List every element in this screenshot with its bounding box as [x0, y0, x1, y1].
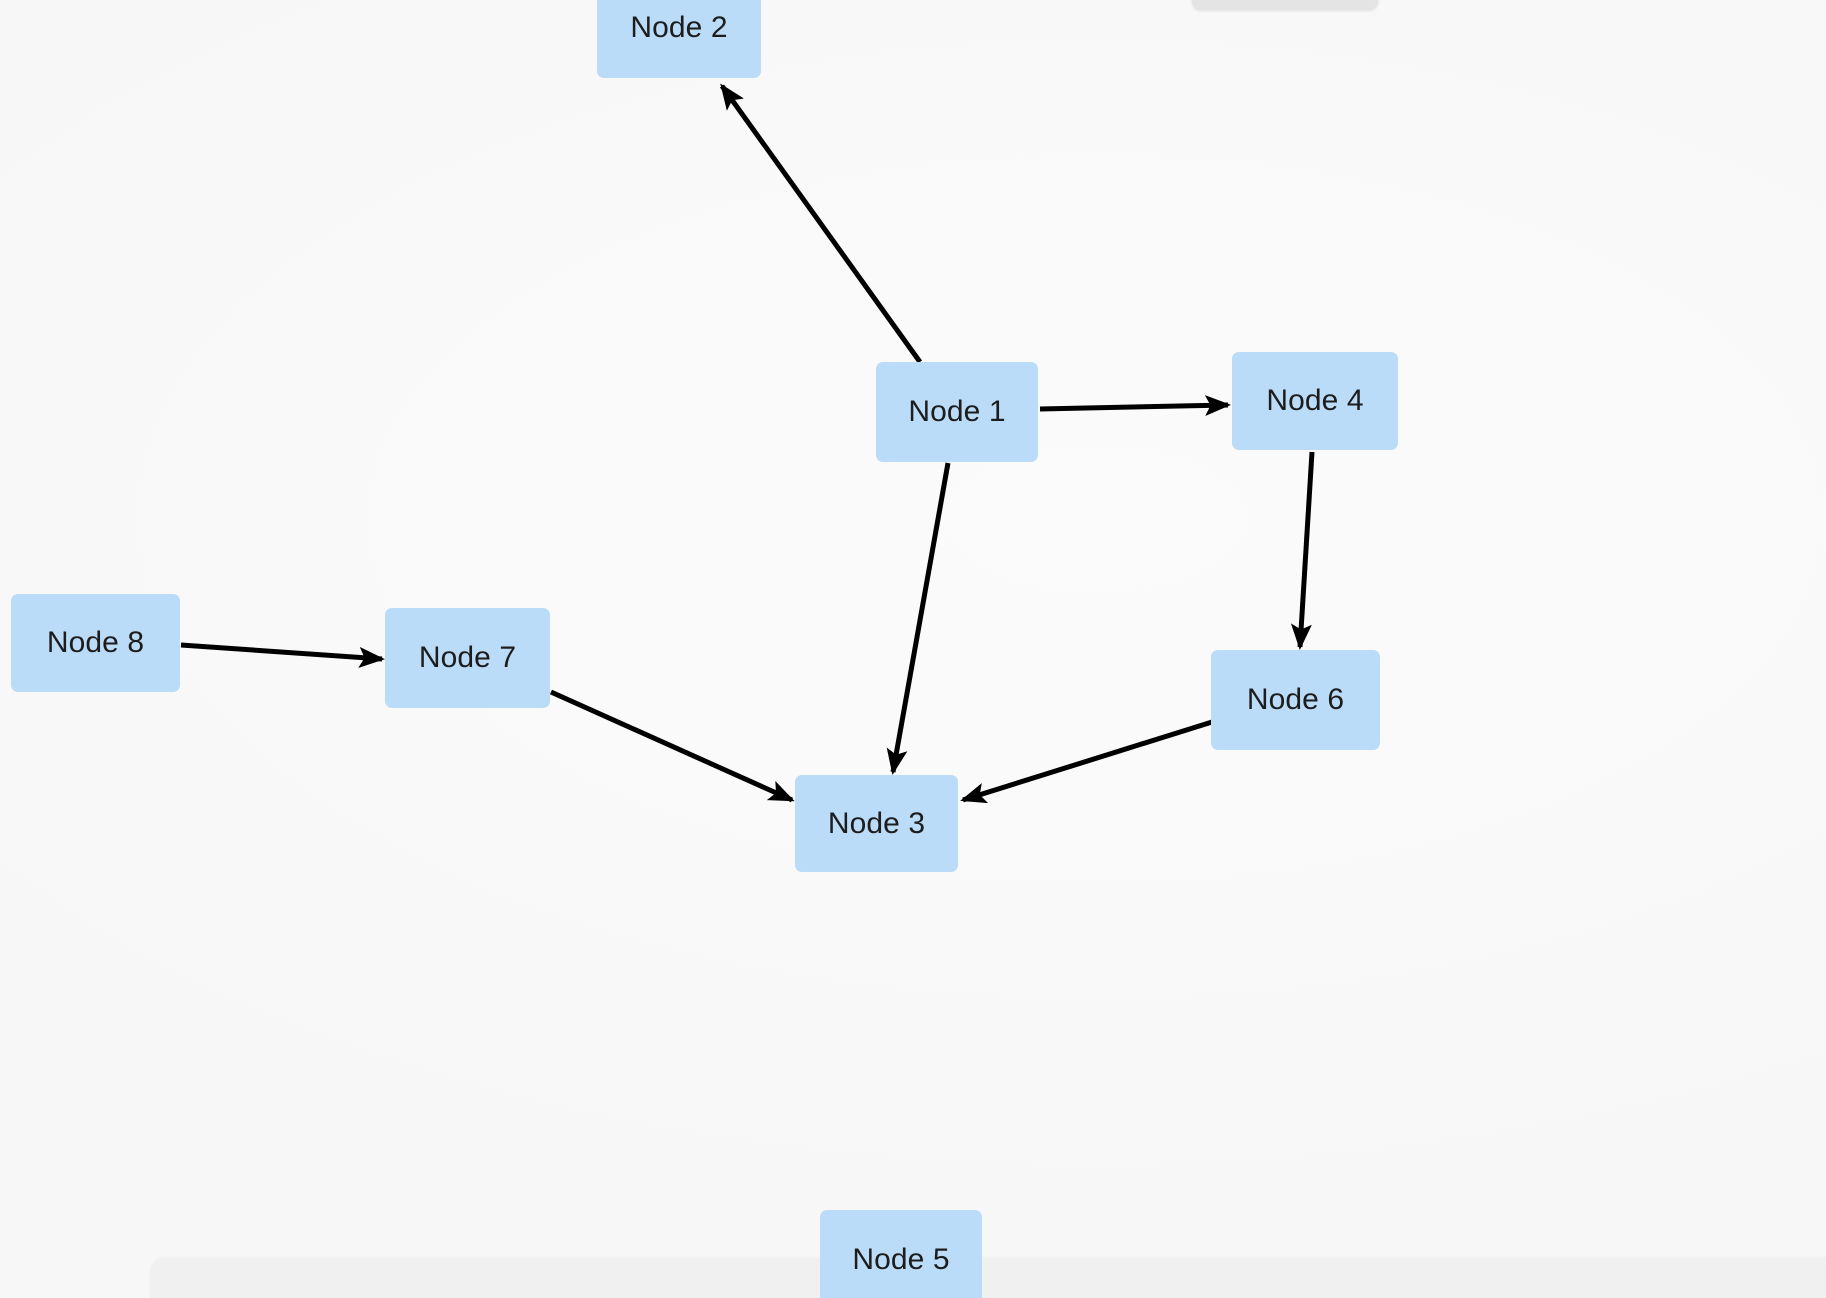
bottom-panel-edge [150, 1258, 1826, 1298]
graph-node-node-5[interactable]: Node 5 [820, 1210, 982, 1298]
node-label: Node 6 [1246, 683, 1345, 716]
graph-edge[interactable] [1290, 451, 1315, 650]
graph-edge[interactable] [549, 689, 795, 803]
graph-edge[interactable] [886, 462, 951, 775]
graph-edge[interactable] [960, 719, 1213, 804]
node-label: Node 2 [630, 11, 728, 44]
graph-edge[interactable] [1039, 394, 1231, 416]
graph-node-node-6[interactable]: Node 6 [1211, 650, 1380, 750]
graph-edge[interactable] [180, 642, 385, 668]
graph-node-node-2[interactable]: Node 2 [597, 0, 761, 78]
graph-edge[interactable] [719, 83, 923, 364]
node-label: Node 8 [46, 626, 145, 659]
graph-node-node-1[interactable]: Node 1 [876, 362, 1038, 462]
graph-node-node-4[interactable]: Node 4 [1232, 352, 1398, 450]
graph-node-node-8[interactable]: Node 8 [11, 594, 180, 692]
graph-node-node-3[interactable]: Node 3 [795, 775, 958, 872]
node-label: Node 7 [418, 641, 517, 674]
node-label: Node 5 [852, 1243, 950, 1276]
node-label: Node 1 [908, 395, 1006, 428]
graph-node-node-7[interactable]: Node 7 [385, 608, 550, 708]
node-label: Node 3 [827, 806, 926, 840]
node-label: Node 4 [1266, 384, 1364, 417]
toolbar-chip[interactable] [1192, 0, 1378, 10]
